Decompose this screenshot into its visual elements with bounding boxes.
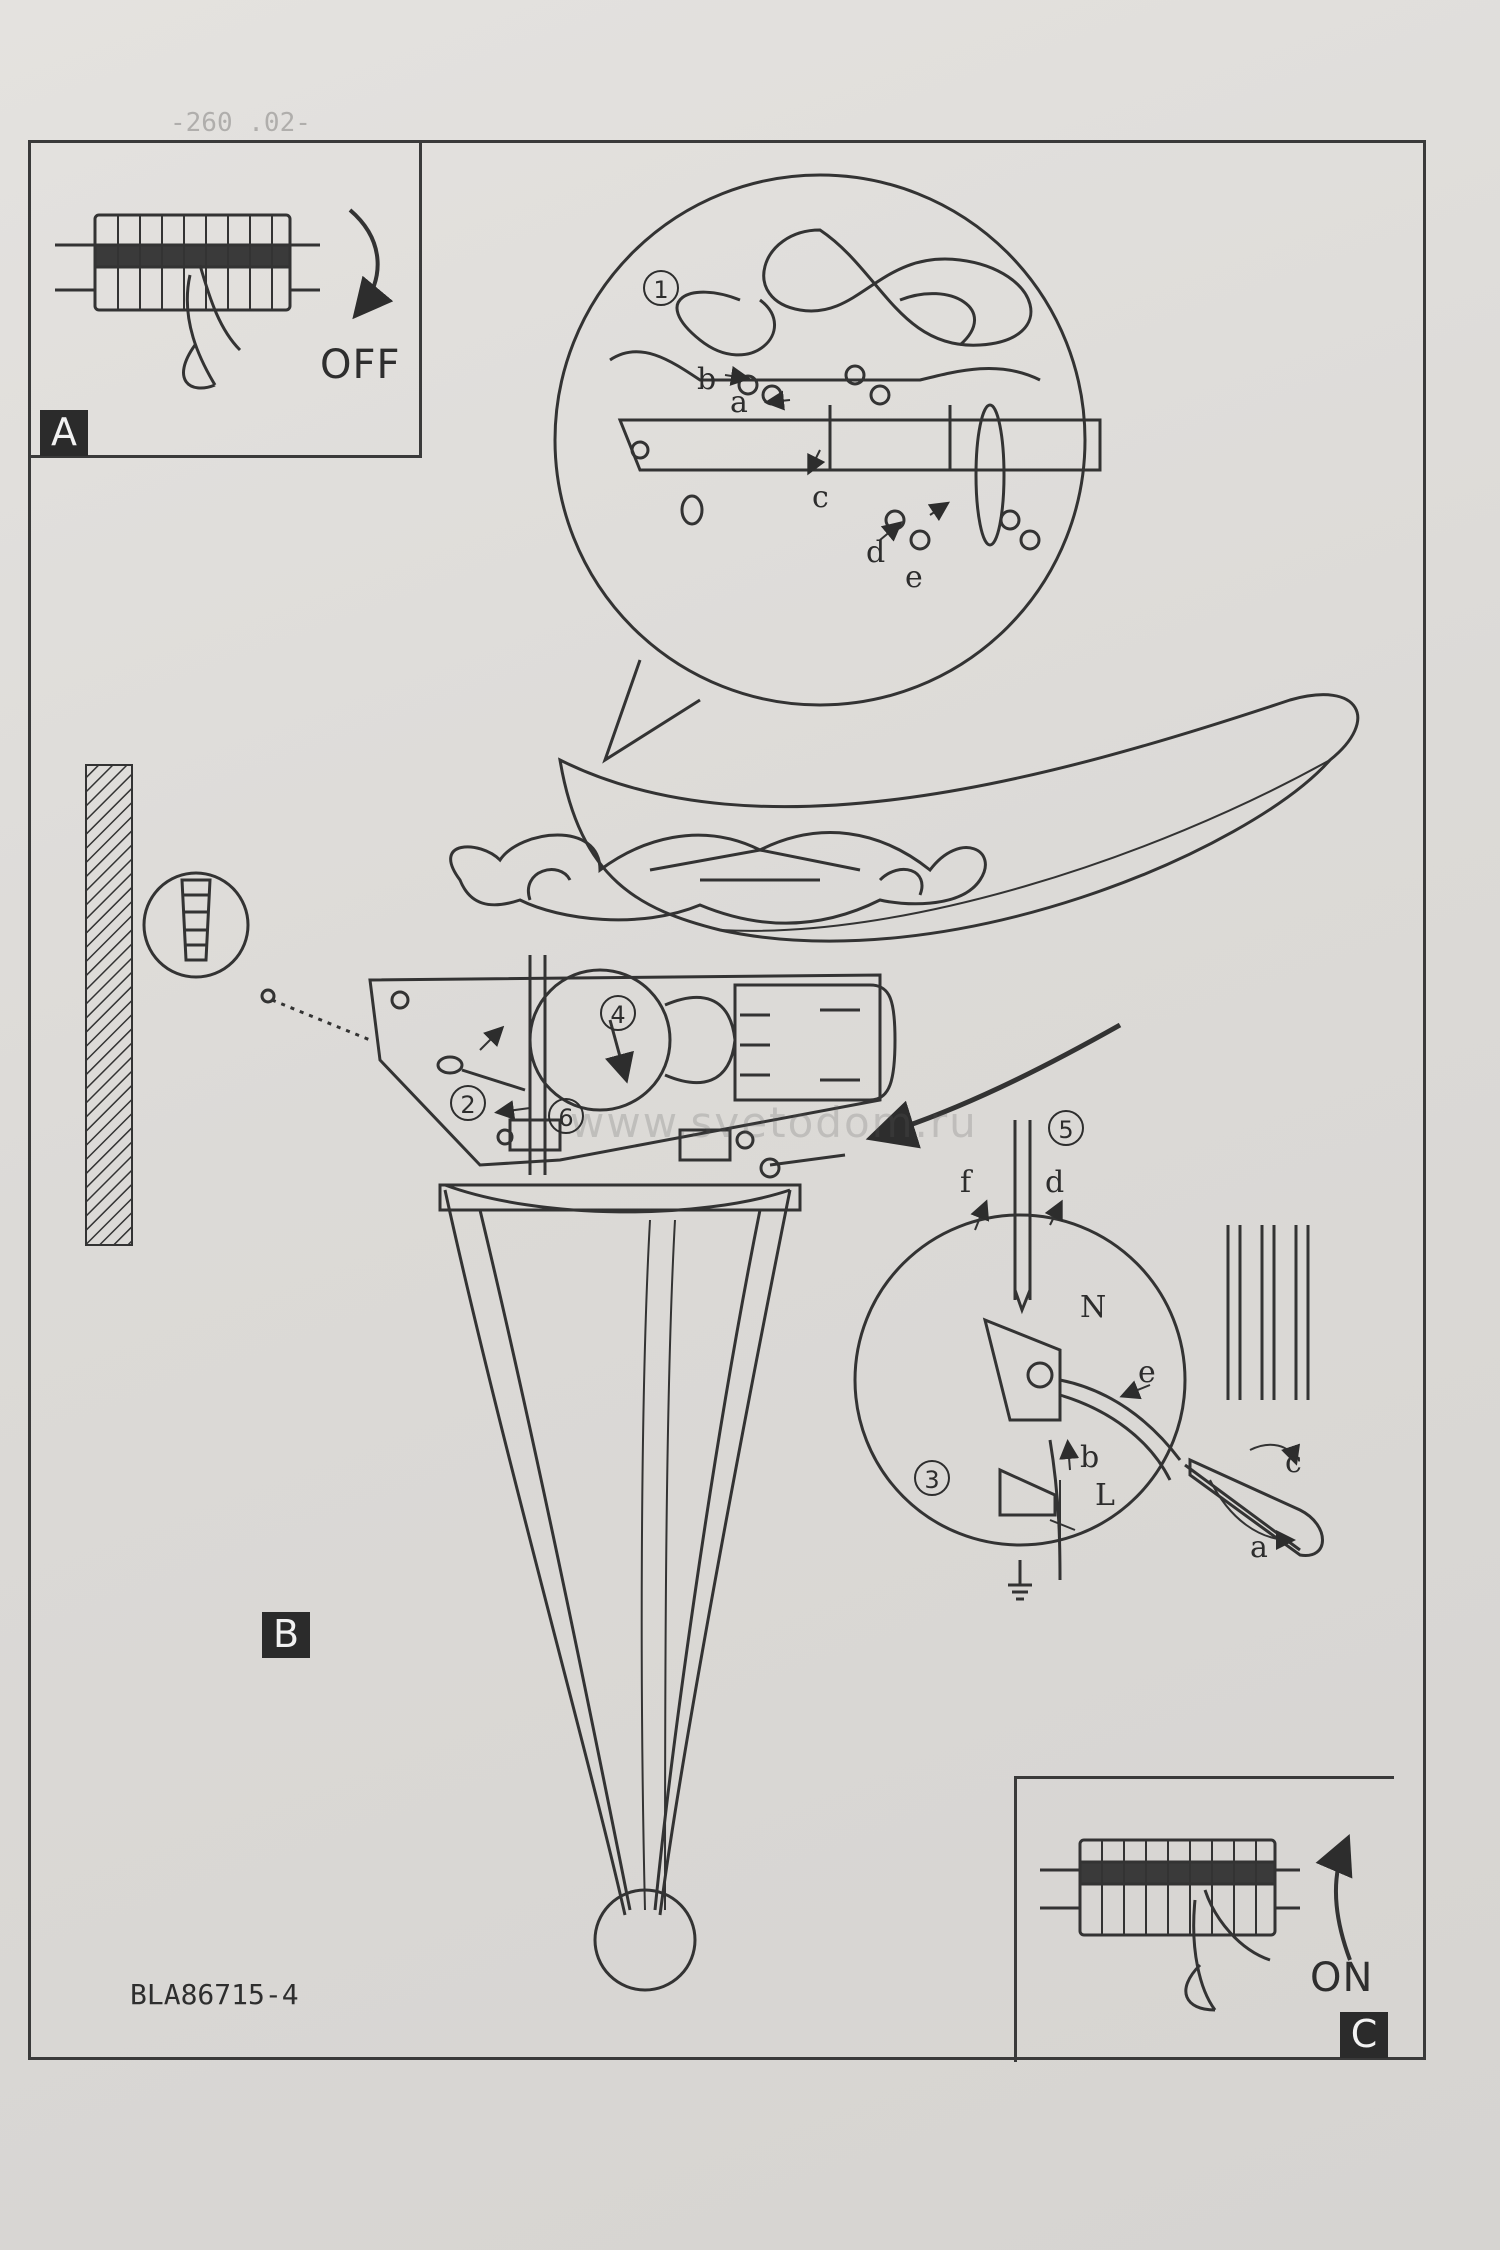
detail-3-label-c: c [1285, 1445, 1302, 1480]
step-2-marker: 2 [450, 1085, 486, 1121]
wall-hatch [85, 764, 133, 1246]
step-1-marker: 1 [643, 270, 679, 306]
breaker-off-illustration [55, 208, 394, 390]
outer-frame [28, 140, 1426, 2060]
top-scrap-text: -260 .02- [170, 108, 311, 138]
panel-c-switch-on [1014, 1776, 1394, 2062]
lamp-assembly [368, 693, 1360, 1992]
detail-3-label-e: e [1138, 1355, 1156, 1390]
model-number: BLA86715-4 [130, 1978, 299, 2011]
detail-1-label-d: d [866, 535, 886, 570]
step-4-marker: 4 [600, 995, 636, 1031]
detail-3-terminal [853, 1120, 1324, 1601]
detail-1-label-c: c [812, 480, 829, 515]
detail-1-label-e: e [905, 560, 923, 595]
detail-3-label-a: a [1250, 1530, 1268, 1565]
detail-1-label-b: b [697, 362, 717, 397]
breaker-on-illustration [1040, 1833, 1353, 2012]
step-5-marker: 5 [1048, 1110, 1084, 1146]
detail-3-label-l: L [1095, 1478, 1115, 1513]
on-label: ON [1310, 1955, 1374, 2001]
off-label: OFF [320, 342, 401, 388]
detail-1-label-a: a [730, 385, 748, 420]
detail-3-label-n: N [1080, 1290, 1107, 1325]
step-3-marker: 3 [914, 1460, 950, 1496]
panel-a-switch-off [30, 140, 422, 458]
detail-3-label-d: d [1045, 1165, 1065, 1200]
watermark-text: www.svetodom.ru [570, 1098, 978, 1147]
dowel-detail [142, 871, 371, 1042]
panel-a-badge: A [40, 410, 88, 456]
detail-3-label-b: b [1080, 1440, 1100, 1475]
panel-b-badge: B [262, 1612, 310, 1658]
step-6-marker: 6 [548, 1098, 584, 1134]
detail-3-label-f: f [960, 1165, 972, 1200]
panel-c-badge: C [1340, 2012, 1388, 2058]
detail-1-bracket [553, 173, 1102, 764]
